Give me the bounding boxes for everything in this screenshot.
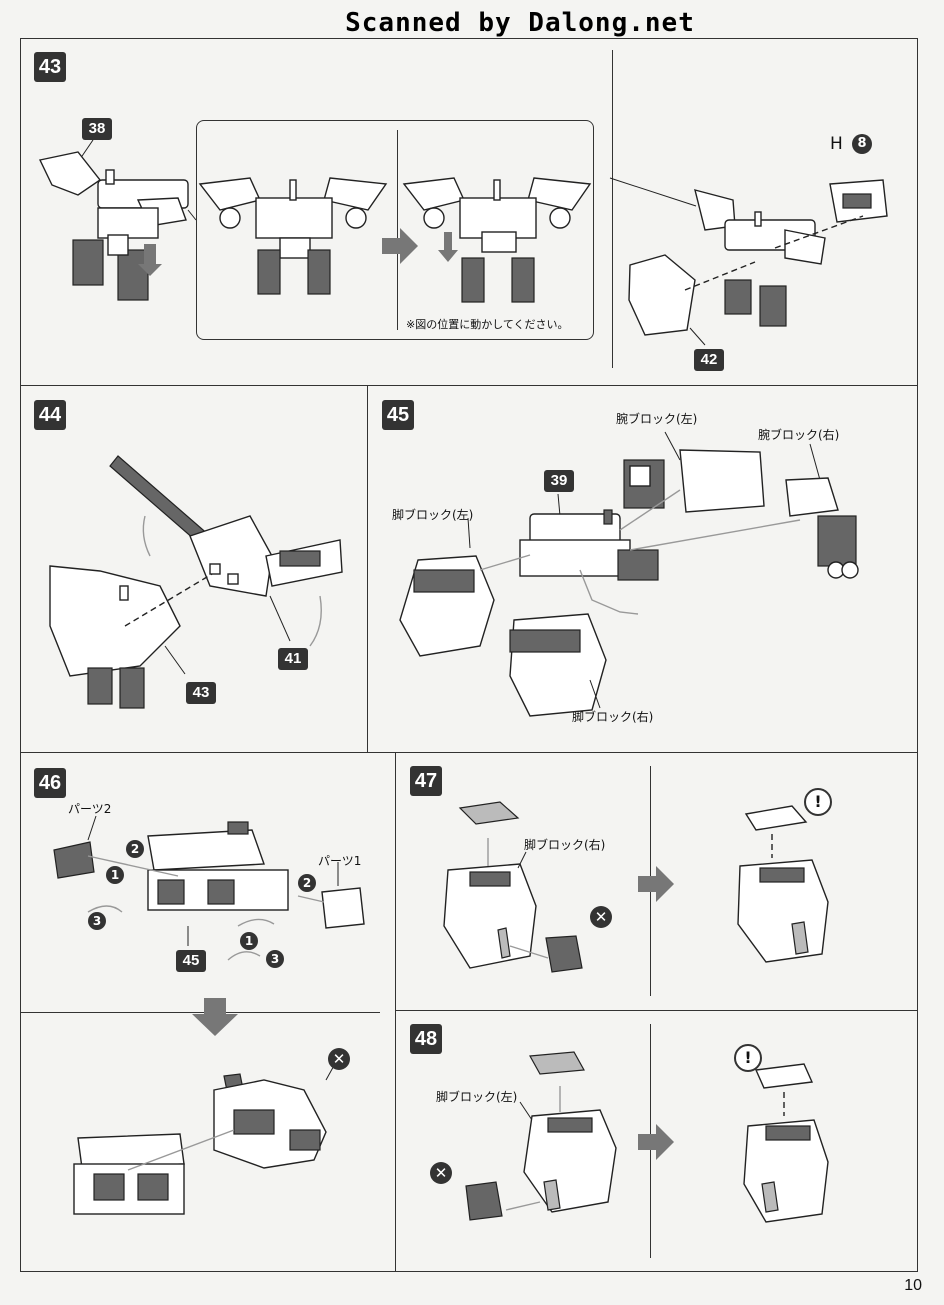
step-46-x-icon: ✕ xyxy=(328,1048,350,1070)
inset-robot-after xyxy=(402,177,592,303)
page-frame xyxy=(20,38,918,1272)
step-43-note: ※図の位置に動かしてください。 xyxy=(406,318,569,331)
leg-block-left-label: 脚ブロック(左) xyxy=(392,508,474,522)
divider-row2 xyxy=(20,752,918,753)
parts1-label: パーツ1 xyxy=(318,854,362,868)
part-43-badge: 43 xyxy=(186,682,216,704)
step-47-illustration xyxy=(443,801,583,973)
part-45-badge: 45 xyxy=(176,950,206,972)
step-48-x-icon: ✕ xyxy=(430,1162,452,1184)
step-45-illustration xyxy=(399,431,859,717)
arm-block-left-label: 腕ブロック(左) xyxy=(616,412,698,426)
step-43-badge: 43 xyxy=(34,52,66,82)
step-47-warning-icon: ! xyxy=(804,788,832,816)
divider-46-inner xyxy=(20,1012,380,1013)
step-48-warning-icon: ! xyxy=(734,1044,762,1072)
step-46-badge: 46 xyxy=(34,768,66,798)
inset-robot-before xyxy=(198,177,388,295)
divider-44-45 xyxy=(367,385,368,752)
step-45-badge: 45 xyxy=(382,400,414,430)
step46-num-3-right: 3 xyxy=(266,950,284,968)
arm-block-right-label: 腕ブロック(右) xyxy=(758,428,840,442)
step47-leg-right-label: 脚ブロック(右) xyxy=(524,838,606,852)
divider-43-right xyxy=(612,50,613,368)
step-43-inset-box xyxy=(196,120,594,340)
divider-row1 xyxy=(20,385,918,386)
part-41-badge: 41 xyxy=(278,648,308,670)
step46-num-2-left: 2 xyxy=(126,840,144,858)
step-48-result-illustration xyxy=(743,1063,829,1223)
step-46-illustration xyxy=(53,815,365,961)
step-47-x-icon: ✕ xyxy=(590,906,612,928)
step-48-transition-arrow xyxy=(638,1124,674,1160)
step-44-badge: 44 xyxy=(34,400,66,430)
divider-46-47 xyxy=(395,752,396,1272)
page-number: 10 xyxy=(904,1277,922,1294)
h-part-number: 8 xyxy=(852,134,872,154)
step-43-robot-illustration xyxy=(38,139,197,301)
step-47-result-illustration xyxy=(737,805,829,963)
step-47-transition-arrow xyxy=(638,866,674,902)
step46-num-3-left: 3 xyxy=(88,912,106,930)
part-38-badge: 38 xyxy=(82,118,112,140)
divider-47-48 xyxy=(395,1010,918,1011)
step-43-lead-lines xyxy=(609,177,697,207)
h-part-label: H xyxy=(830,134,843,154)
watermark: Scanned by Dalong.net xyxy=(345,8,695,38)
step46-num-1-right: 1 xyxy=(240,932,258,950)
leg-block-right-label: 脚ブロック(右) xyxy=(572,710,654,724)
step-48-badge: 48 xyxy=(410,1024,442,1054)
parts2-label: パーツ2 xyxy=(68,802,112,816)
step-44-illustration xyxy=(49,455,343,709)
step-46-down-arrow xyxy=(192,998,238,1036)
step-43-assembly-illustration xyxy=(628,179,888,346)
inset-transition-arrow xyxy=(382,228,418,264)
step46-num-2-right: 2 xyxy=(298,874,316,892)
part-39-badge: 39 xyxy=(544,470,574,492)
step-48-illustration xyxy=(465,1051,617,1221)
part-42-badge: 42 xyxy=(694,349,724,371)
inset-divider xyxy=(397,130,398,330)
step46-num-1-left: 1 xyxy=(106,866,124,884)
step-47-badge: 47 xyxy=(410,766,442,796)
step48-leg-left-label: 脚ブロック(左) xyxy=(436,1090,518,1104)
step-46-result-illustration xyxy=(73,1061,337,1215)
